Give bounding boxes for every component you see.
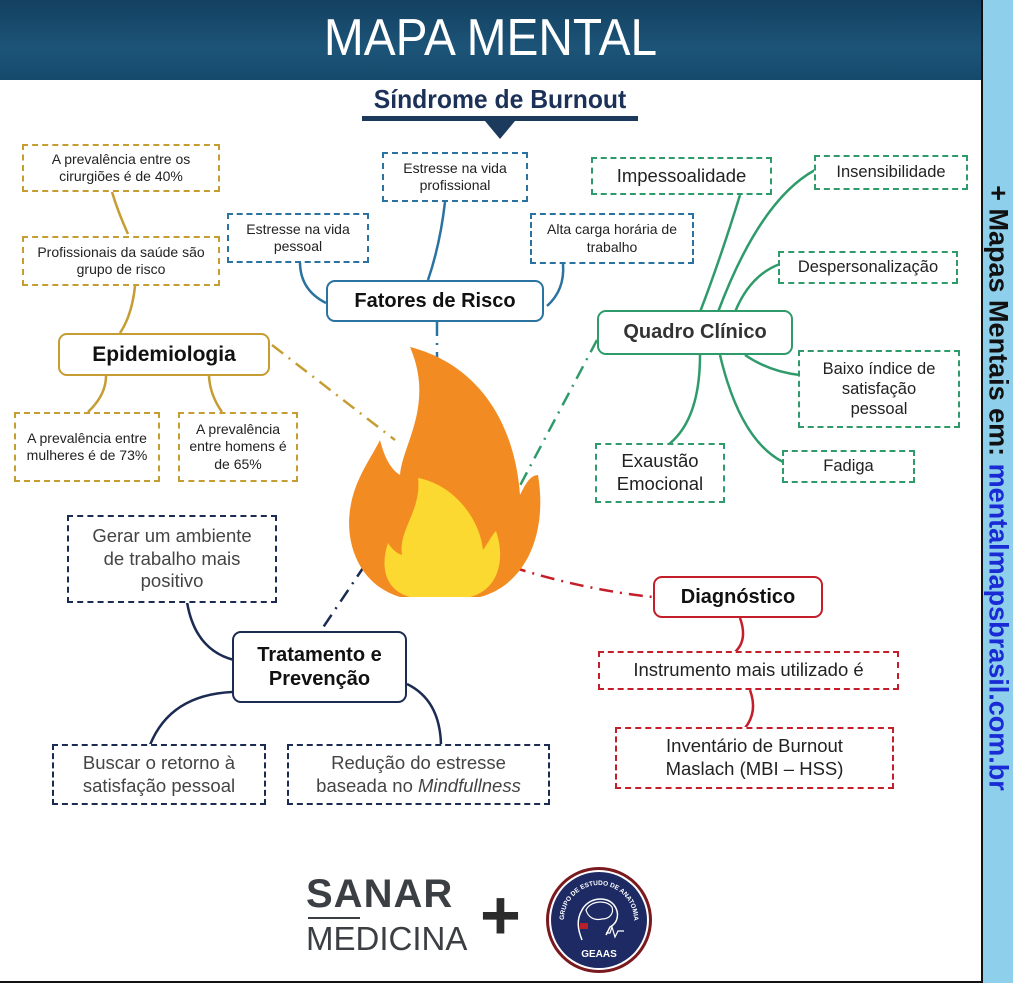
fatores-item-carga-horaria[interactable]: Alta carga horária de trabalho <box>530 213 694 264</box>
sidebar-prefix: + Mapas Mentais em: <box>983 185 1013 464</box>
link-qc-2 <box>716 168 816 313</box>
node-tratamento-prevencao[interactable]: Tratamento e Prevenção <box>232 631 407 703</box>
fatores-item-vida-pessoal[interactable]: Estresse na vida pessoal <box>227 213 369 263</box>
epidemiologia-item-mulheres[interactable]: A prevalência entre mulheres é de 73% <box>14 412 160 482</box>
mindfullness-text: Redução do estresse baseada no <box>316 751 506 796</box>
tratamento-item-mindfullness[interactable]: Redução do estresse baseada no Mindfulln… <box>287 744 550 805</box>
sanar-logo-rule <box>308 917 360 919</box>
diagnostico-item-instrumento[interactable]: Instrumento mais utilizado é <box>598 651 899 690</box>
flame-inner <box>384 478 501 597</box>
sanar-logo-bottom: MEDICINA <box>306 920 468 957</box>
sidebar-banner: + Mapas Mentais em: mentalmapsbrasil.com… <box>983 0 1013 983</box>
plus-icon: + <box>480 876 521 954</box>
link-qc-5 <box>718 354 784 464</box>
link-qc-4 <box>744 353 801 377</box>
pulse-icon <box>606 925 624 939</box>
link-epi-3 <box>87 375 108 413</box>
geaas-logo: GRUPO DE ESTUDO DE ANATOMIA APLICADA À S… <box>544 865 652 973</box>
subtitle-arrow-icon <box>485 121 515 139</box>
header-title: MAPA MENTAL <box>323 9 658 67</box>
epidemiologia-item-homens[interactable]: A prevalência entre homens é de 65% <box>178 412 298 482</box>
link-trat-2 <box>148 690 233 746</box>
flame-outer <box>349 347 541 597</box>
partner-logos: SANAR MEDICINA + GRUPO DE ESTUDO DE ANAT… <box>300 865 680 973</box>
link-center-tratamento <box>318 564 367 633</box>
link-center-quadro <box>513 339 599 496</box>
link-center-epidemiologia <box>271 344 396 441</box>
link-epi-4 <box>207 375 224 413</box>
link-qc-1 <box>698 194 742 313</box>
epidemiologia-item-grupo-risco[interactable]: Profissionais da saúde são grupo de risc… <box>22 236 220 286</box>
link-epi-2 <box>118 285 137 334</box>
fire-icon <box>349 347 541 597</box>
link-diag-1 <box>734 617 745 653</box>
sidebar-promo: + Mapas Mentais em: mentalmapsbrasil.com… <box>983 185 1013 790</box>
diagnostico-item-mbi-hss[interactable]: Inventário de Burnout Maslach (MBI – HSS… <box>615 727 894 789</box>
sanar-logo-top: SANAR <box>306 872 454 916</box>
tratamento-item-satisfacao[interactable]: Buscar o retorno à satisfação pessoal <box>52 744 266 805</box>
link-fat-3 <box>546 263 565 307</box>
header-banner: MAPA MENTAL <box>0 0 981 80</box>
link-trat-3 <box>406 682 443 746</box>
sanar-medicina-logo: SANAR MEDICINA <box>306 873 467 957</box>
link-fat-1 <box>426 201 447 281</box>
mindfullness-term: Mindfullness <box>418 774 521 796</box>
mindfullness-line: Redução do estresse baseada no Mindfulln… <box>297 752 540 797</box>
node-fatores-de-risco[interactable]: Fatores de Risco <box>326 280 544 322</box>
link-diag-2 <box>744 689 755 729</box>
sidebar-link[interactable]: mentalmapsbrasil.com.br <box>983 463 1013 791</box>
quadro-item-fadiga[interactable]: Fadiga <box>782 450 915 483</box>
quadro-item-despersonalizacao[interactable]: Despersonalização <box>778 251 958 284</box>
link-fat-2 <box>298 261 327 305</box>
quadro-item-insensibilidade[interactable]: Insensibilidade <box>814 155 968 190</box>
tratamento-item-ambiente[interactable]: Gerar um ambiente de trabalho mais posit… <box>67 515 277 603</box>
link-epi-1 <box>110 191 130 235</box>
mind-map-panel: MAPA MENTAL Síndrome de Burnout <box>0 0 983 983</box>
subtitle-underline <box>362 116 638 121</box>
head-outline-icon <box>577 898 619 941</box>
brain-icon <box>585 901 614 921</box>
map-subtitle: Síndrome de Burnout <box>373 84 627 114</box>
quadro-item-exaustao[interactable]: Exaustão Emocional <box>595 443 725 503</box>
quadro-item-baixo-indice[interactable]: Baixo índice de satisfação pessoal <box>798 350 960 428</box>
node-quadro-clinico[interactable]: Quadro Clínico <box>597 310 793 355</box>
link-trat-1 <box>185 601 235 662</box>
link-center-diagnostico <box>511 565 654 599</box>
link-qc-3 <box>733 262 781 313</box>
connector-lines <box>87 168 816 746</box>
quadro-item-impessoalidade[interactable]: Impessoalidade <box>591 157 772 195</box>
link-qc-6 <box>667 354 702 446</box>
fatores-item-vida-profissional[interactable]: Estresse na vida profissional <box>382 152 528 202</box>
epidemiologia-item-cirurgioes[interactable]: A prevalência entre os cirurgiões é de 4… <box>22 144 220 192</box>
geaas-label: GEAAS <box>581 949 617 960</box>
node-epidemiologia[interactable]: Epidemiologia <box>58 333 270 376</box>
node-diagnostico[interactable]: Diagnóstico <box>653 576 823 618</box>
